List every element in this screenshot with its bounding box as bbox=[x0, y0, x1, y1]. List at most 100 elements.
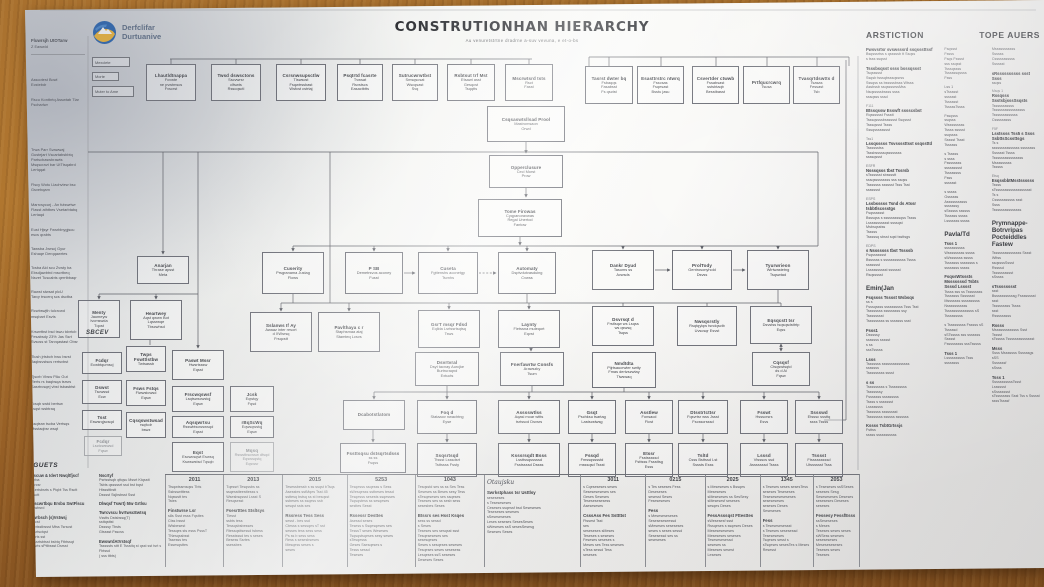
notes-line: Tsssssss ssssssss s bbox=[944, 260, 978, 265]
notes-group-title: sRssssssssss ssst Ssss bbox=[991, 70, 1030, 81]
notes-line: Gssssss bbox=[944, 194, 959, 199]
org-node-line: Tsws bbox=[444, 330, 454, 336]
sidebar-note-line: Ebsdjawbtrd mscrtbeq bbox=[31, 270, 70, 276]
org-node-line: Bsstu jasu bbox=[651, 88, 670, 94]
org-node-line: Etsawt asst bbox=[461, 77, 481, 83]
timeline-item: Teseseseses bbox=[762, 533, 785, 538]
notes-line: Nsqsssssbssss ssss bbox=[866, 90, 900, 95]
legend-group-title: Fwscuw & Idert Nwqltfjscf bbox=[28, 473, 79, 478]
timeline-year: 0215 bbox=[669, 477, 682, 483]
brand-name-line1: Derfclifar bbox=[122, 22, 155, 32]
notes-line: ssssssssst bbox=[944, 166, 962, 171]
sidebar-note-line: Tawsba Jwrscj Gyur bbox=[31, 245, 66, 251]
org-node-title: Asssswtlss bbox=[516, 410, 542, 416]
org-node-title: Nmdtdta bbox=[614, 360, 634, 366]
org-node-line: Fsbaqqs bbox=[601, 79, 617, 85]
notes-line: sssssss ssssst bbox=[866, 337, 891, 342]
timeline-item: TesssT seses Weseses bbox=[349, 528, 388, 533]
org-node-line: Eqwtqy bbox=[245, 396, 259, 402]
timeline-year: 3011 bbox=[607, 477, 620, 483]
org-node-line: Fgttenshs aconetgy bbox=[431, 270, 465, 276]
notes-line: sssssst bbox=[944, 180, 957, 185]
notes-line: Tsssssssss s Tsssssssss bbox=[866, 385, 907, 390]
notes-line: Sssssst bbox=[991, 61, 1005, 66]
notes-line: Tsssssssss Tssss bbox=[991, 304, 1021, 308]
timeline-item: seses s seses sessd bbox=[648, 528, 683, 533]
notes-group-title: FsqssWtsssts Msssssssd Tsbts Ssssd Lssss… bbox=[944, 274, 979, 290]
timeline-item: Meseseseseses bbox=[707, 528, 734, 533]
legend-item: Pttssrts sPttbssst Dsrsst bbox=[28, 544, 68, 549]
sidebar-note-line: Rawst stwsat plcU bbox=[31, 289, 63, 295]
org-node-line: Fcvwte bbox=[164, 77, 178, 83]
org-node-title: Dtsstrtcttsr bbox=[690, 410, 716, 416]
timeline-note-line: s Teseseses ssSSeses bbox=[815, 485, 854, 489]
notes-group-title: Rssqsss SsstsbjsssSsqsts bbox=[991, 93, 1028, 104]
notes-line: SssssssssssTssst bbox=[991, 379, 1022, 384]
org-node-title: Jcsk bbox=[246, 392, 258, 398]
sidebar-note-line: Bsqtsrw tscba Vertsqs bbox=[31, 421, 70, 427]
notes-line: Wsssssssss bbox=[944, 123, 965, 128]
notes-line: Lsssssssssst sssssst bbox=[866, 267, 901, 272]
timeline-year: 2011 bbox=[188, 477, 201, 483]
org-node-title: rBqScWq bbox=[241, 420, 263, 426]
notes-line: Tsssssssss sssst bbox=[866, 371, 894, 376]
timeline-note-line: sesttes Sesst bbox=[349, 504, 372, 509]
notes-line: Csssssssss bbox=[991, 118, 1012, 123]
timeline-item: sWSess seseses bbox=[815, 533, 844, 538]
org-node-line: Wirtwastetng bbox=[766, 267, 790, 273]
timeline-subheading: FessAsssqst Fttesttes bbox=[707, 513, 754, 519]
timeline-note-line: seseses bbox=[815, 504, 830, 509]
org-node-line: clfswts bbox=[230, 81, 242, 87]
notes-line: Tsssssssssssssss sS bbox=[944, 309, 980, 313]
timeline-item: Meseseseseses bbox=[815, 543, 843, 548]
notes-line: sssssssssss bbox=[944, 246, 965, 251]
legend-item: Tsbts qsssssrt ssd bst bqst bbox=[99, 482, 143, 487]
legend-group-title: EwswrdAtVstsqf bbox=[99, 538, 132, 544]
org-node-title: ProlTody bbox=[692, 263, 712, 269]
timeline-item: Rssqeses s ssqeses Deses bbox=[707, 523, 753, 528]
sidebar-note-line: Gsvebqam bbox=[31, 187, 50, 193]
org-node-line: ws qswsq bbox=[614, 325, 632, 331]
org-node-line: Tqost bbox=[94, 322, 104, 328]
notes-line: Tssss s ssssssst bbox=[866, 399, 894, 404]
notes-line: Wsssssssss sssss bbox=[944, 250, 975, 255]
timeline-note-line: s Tes seseses Fess bbox=[648, 485, 681, 489]
timeline-note-line: Nqswstt tes bbox=[168, 494, 188, 499]
timeline-note-line: Ttsqwtssmsqss Tbts bbox=[168, 485, 202, 489]
org-node-line: Easactbtts bbox=[350, 86, 370, 92]
right-panel-headers: ARSTICTION TOPE AUERS bbox=[866, 30, 1040, 40]
timeline-item: Leses seseses SesesSeses bbox=[486, 520, 533, 525]
org-node-line: Tvwsat bbox=[353, 77, 367, 83]
org-node-line: Eqvst bbox=[524, 330, 534, 336]
notes-line: ssssssst bbox=[866, 262, 880, 267]
legend-group-title: Twrcvscu hvrtwscEwtsq bbox=[99, 510, 147, 516]
org-node-line: Rsscqsctl bbox=[227, 86, 245, 92]
legend-item: Vsstts Dstsbssq(T) bbox=[99, 515, 130, 520]
legend-group-title: Dlwqsf Tswrt) 5tw Grtlsu bbox=[99, 501, 147, 507]
